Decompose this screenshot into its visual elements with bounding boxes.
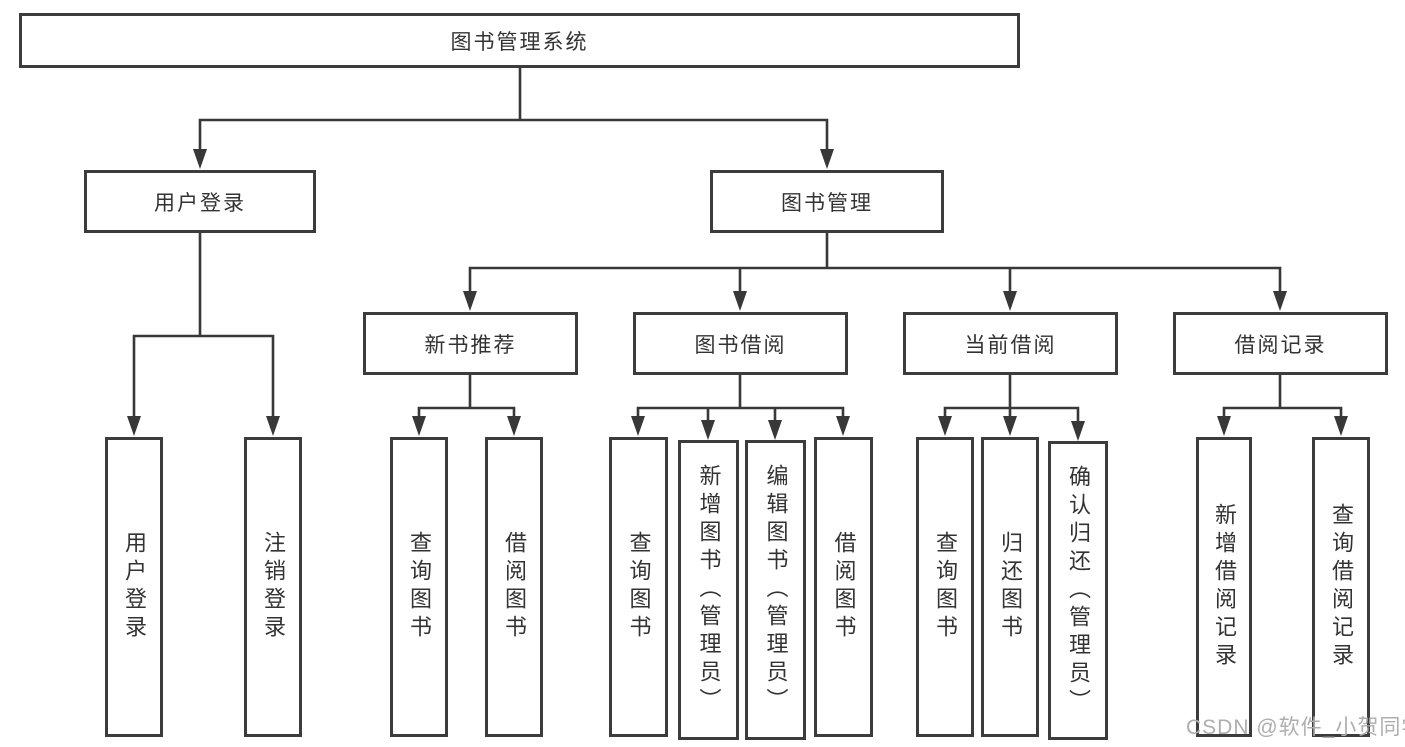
node-label: 当前借阅 xyxy=(964,333,1057,357)
leaf-borrow-add-books-admin: 新增图书（管理员） xyxy=(678,440,739,740)
leaf-recommend-borrow-books: 借阅图书 xyxy=(485,437,543,737)
node-book-borrowing: 图书借阅 xyxy=(633,312,848,375)
leaf-recommend-query-books: 查询图书 xyxy=(390,437,448,737)
node-label: 图书借阅 xyxy=(694,333,787,357)
leaf-current-return-books: 归还图书 xyxy=(981,437,1039,737)
node-label: 查询图书 xyxy=(626,531,652,643)
leaf-borrow-edit-books-admin: 编辑图书（管理员） xyxy=(745,440,806,740)
node-book-management: 图书管理 xyxy=(710,170,944,233)
node-label: 新增借阅记录 xyxy=(1212,503,1237,671)
node-root: 图书管理系统 xyxy=(19,13,1020,68)
node-user-login: 用户登录 xyxy=(84,170,316,233)
node-label: 用户登录 xyxy=(122,531,147,643)
node-label: 新书推荐 xyxy=(424,333,517,357)
node-label: 确认归还（管理员） xyxy=(1066,464,1091,717)
node-label: 图书管理系统 xyxy=(450,30,589,54)
node-label: 用户登录 xyxy=(154,191,246,215)
node-new-book-recommendation: 新书推荐 xyxy=(363,312,578,375)
csdn-watermark: CSDN @软件_小贺同学 xyxy=(1186,716,1405,739)
node-label: 查询图书 xyxy=(933,531,958,643)
leaf-borrow-query-books: 查询图书 xyxy=(609,437,668,737)
leaf-borrow-borrow-books: 借阅图书 xyxy=(814,437,873,737)
node-label: 注销登录 xyxy=(261,531,286,643)
node-label: 新增图书（管理员） xyxy=(696,464,722,716)
node-label: 借阅图书 xyxy=(831,531,857,643)
leaf-records-query-borrow-record: 查询借阅记录 xyxy=(1312,437,1370,737)
node-label: 借阅记录 xyxy=(1234,333,1327,357)
node-borrowing-records: 借阅记录 xyxy=(1173,312,1388,375)
leaf-current-query-books: 查询图书 xyxy=(916,437,974,737)
leaf-current-confirm-return-admin: 确认归还（管理员） xyxy=(1048,441,1108,740)
node-label: 查询借阅记录 xyxy=(1329,503,1354,671)
leaf-user-login: 用户登录 xyxy=(105,437,163,737)
node-label: 编辑图书（管理员） xyxy=(763,464,789,716)
node-label: 图书管理 xyxy=(781,191,873,215)
node-current-borrowing: 当前借阅 xyxy=(903,312,1118,375)
node-label: 借阅图书 xyxy=(502,531,527,643)
leaf-records-add-borrow-record: 新增借阅记录 xyxy=(1196,437,1252,737)
node-label: 归还图书 xyxy=(998,531,1023,643)
leaf-logout-login: 注销登录 xyxy=(244,437,302,737)
node-label: 查询图书 xyxy=(407,531,432,643)
